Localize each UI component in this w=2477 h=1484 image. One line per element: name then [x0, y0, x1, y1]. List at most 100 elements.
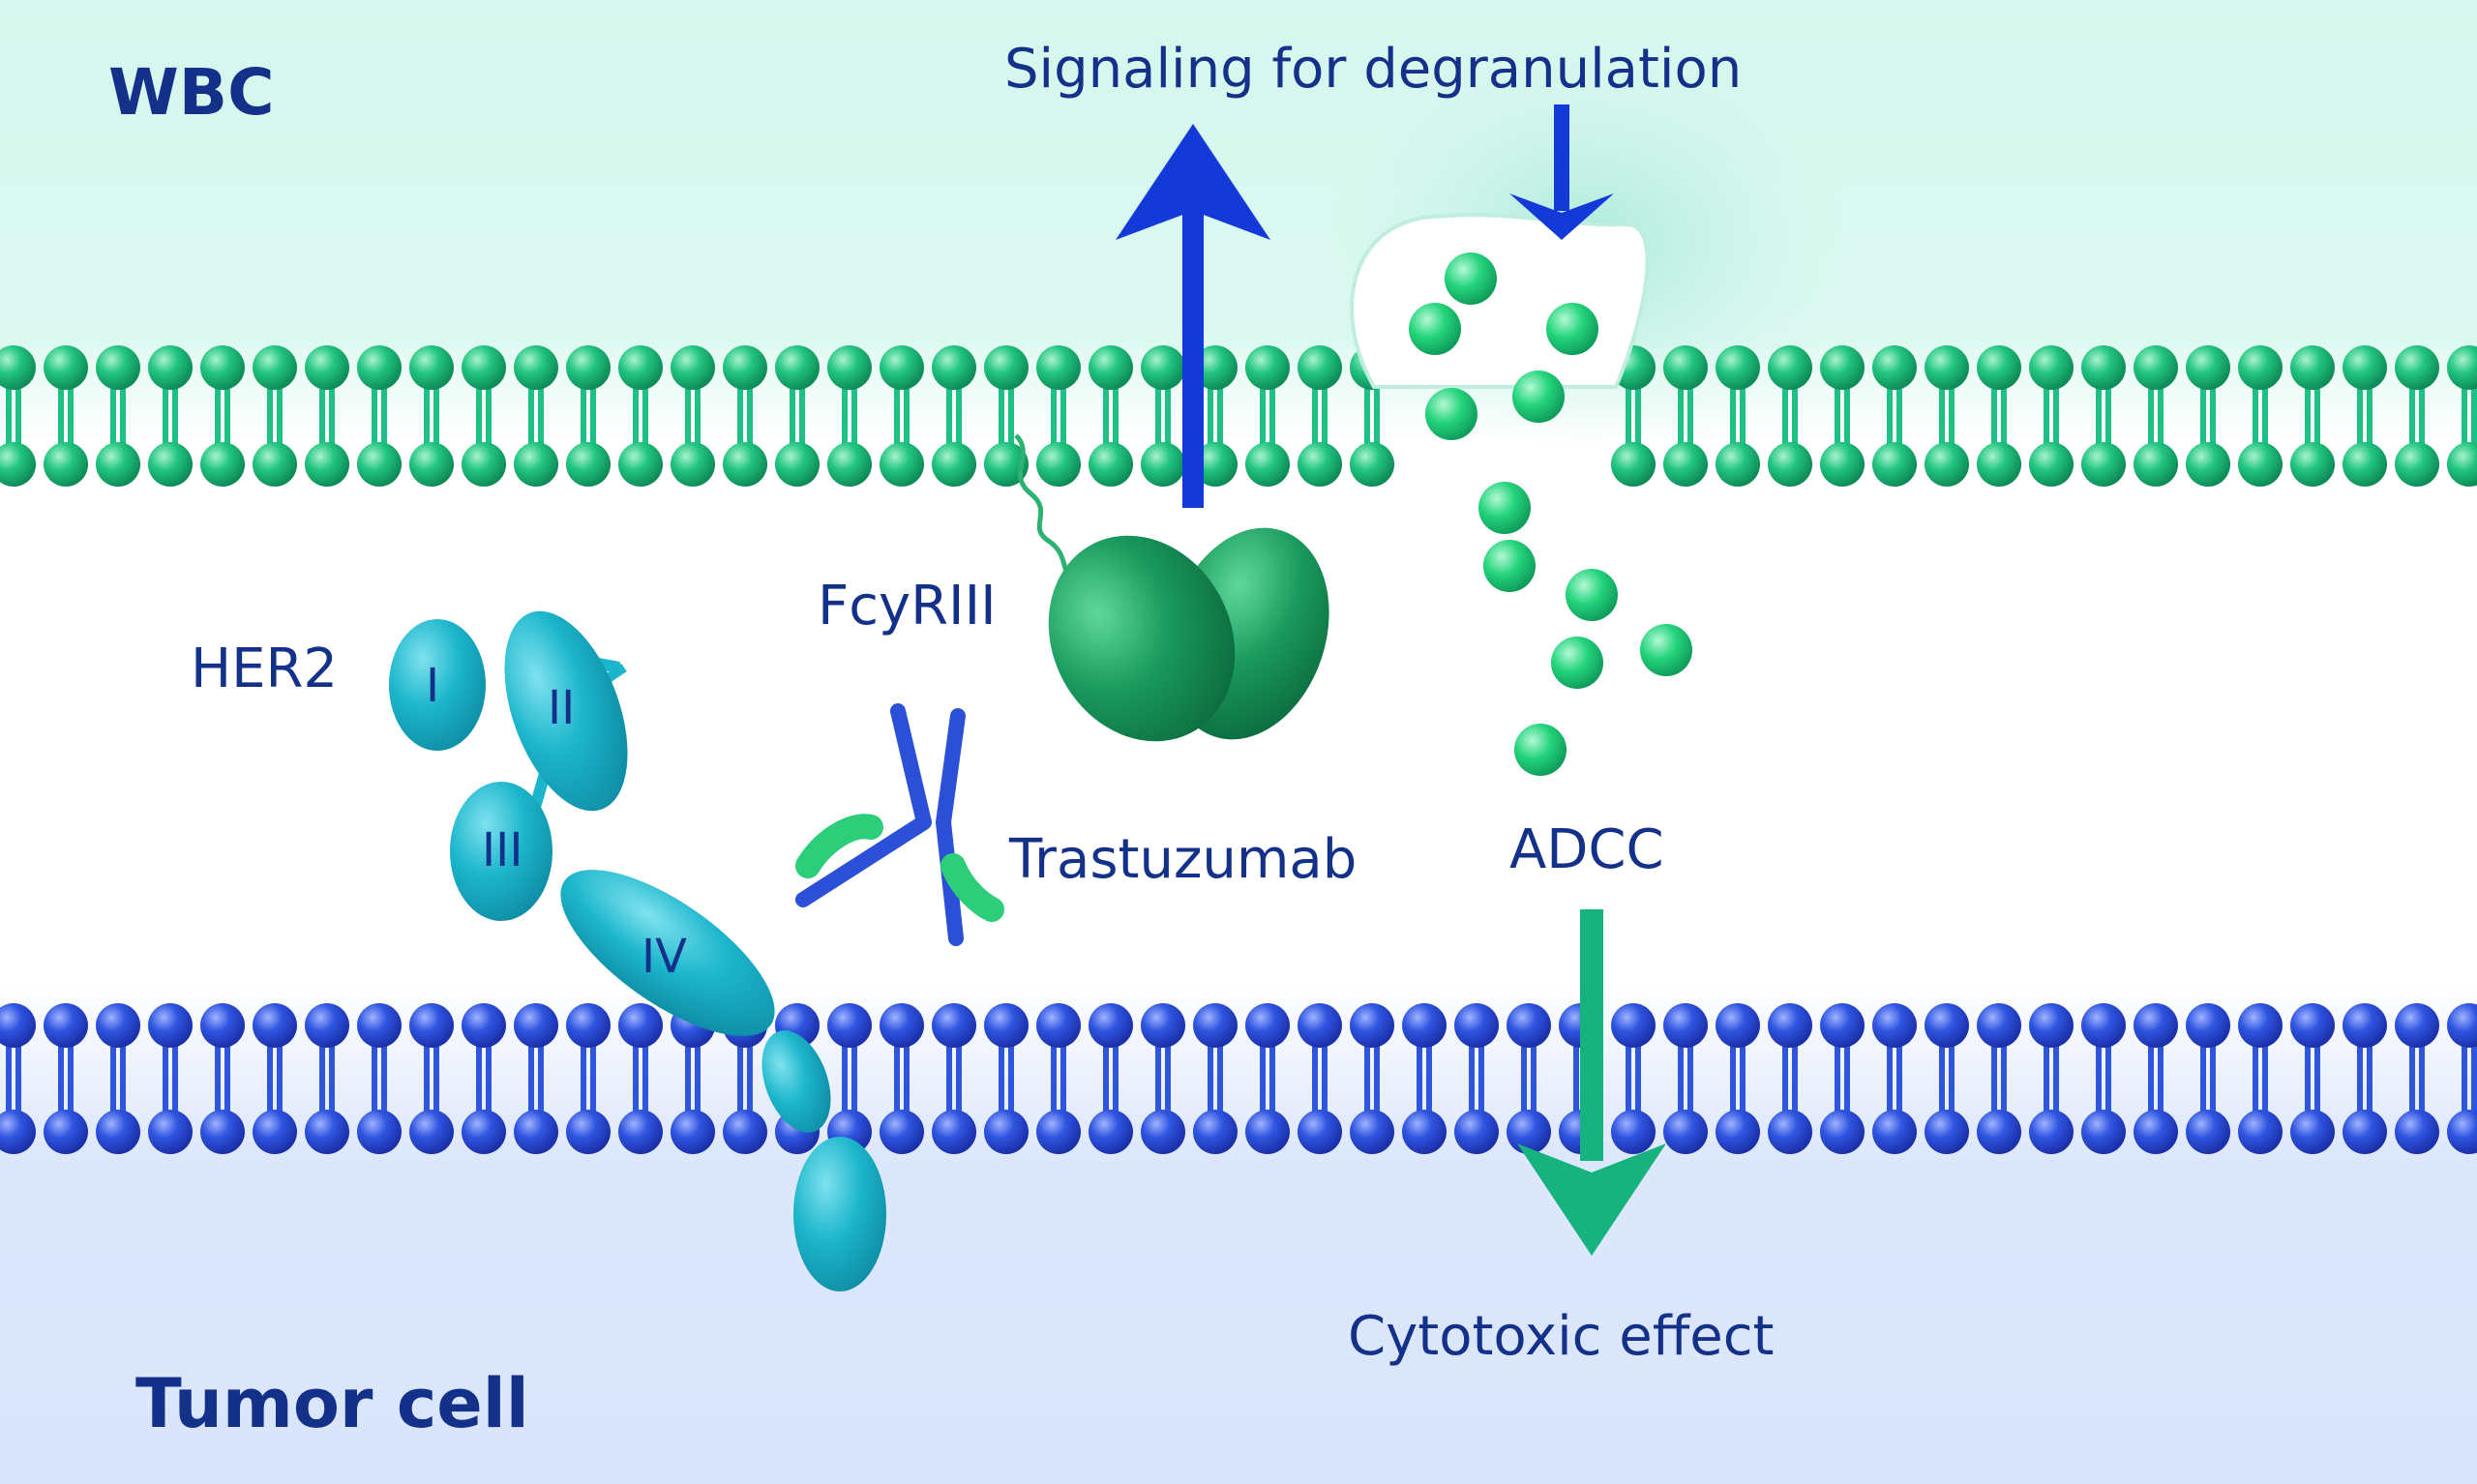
wbc-lipid — [148, 345, 193, 487]
wbc-lipid — [880, 345, 924, 487]
wbc-lipid — [984, 345, 1029, 487]
tumor-lipid — [96, 1003, 140, 1154]
granule — [1483, 540, 1536, 592]
wbc-lipid — [1245, 345, 1290, 487]
tumor-lipid — [2186, 1003, 2230, 1154]
her2-domain-iii — [450, 782, 552, 921]
tumor-lipid — [2395, 1003, 2439, 1154]
wbc-lipid — [409, 345, 454, 487]
adcc-label: ADCC — [1509, 818, 1664, 881]
granule — [1512, 371, 1565, 423]
tumor-lipid — [1141, 1003, 1185, 1154]
tumor-lipid — [2447, 1003, 2477, 1154]
granule — [1640, 624, 1692, 676]
her2-domain-iv-label: IV — [642, 930, 687, 984]
her2-domain-iii-label: III — [482, 823, 522, 877]
granule — [1445, 252, 1497, 305]
her2-domain-ii-label: II — [548, 681, 575, 735]
wbc-region — [0, 0, 2477, 348]
granule-release-arrow — [1509, 104, 1614, 240]
tumor-lipid — [253, 1003, 297, 1154]
wbc-lipid — [1820, 345, 1865, 487]
wbc-lipid — [514, 345, 558, 487]
her2-domain-i-label: I — [426, 659, 439, 713]
her2-transmembrane — [761, 1030, 831, 1133]
wbc-label: WBC — [108, 55, 275, 130]
wbc-lipid — [1298, 345, 1342, 487]
tumor-lipid — [1716, 1003, 1760, 1154]
wbc-lipid — [1141, 345, 1185, 487]
adcc-arrow — [1517, 909, 1666, 1256]
wbc-lipid — [253, 345, 297, 487]
tumor-lipid — [1663, 1003, 1708, 1154]
wbc-lipid — [2395, 345, 2439, 487]
tumor-lipid — [1820, 1003, 1865, 1154]
tumor-lipid — [1611, 1003, 1656, 1154]
wbc-lipid — [827, 345, 872, 487]
wbc-lipid — [0, 345, 36, 487]
signaling-arrow — [1116, 124, 1270, 508]
her2-label: HER2 — [191, 638, 338, 700]
tumor-membrane — [0, 1003, 2477, 1154]
wbc-lipid — [1663, 345, 1708, 487]
tumor-lipid — [1298, 1003, 1342, 1154]
tumor-lipid — [1872, 1003, 1917, 1154]
her2-domain-iv — [560, 870, 775, 1036]
wbc-lipid — [1925, 345, 1969, 487]
fcyr-label: FcyRIII — [818, 575, 997, 638]
granule — [1409, 303, 1461, 355]
granule — [1566, 569, 1618, 621]
tumor-lipid — [1768, 1003, 1812, 1154]
tumor-lipid — [1507, 1003, 1551, 1154]
wbc-lipid — [1089, 345, 1133, 487]
wbc-lipid — [2343, 345, 2387, 487]
tumor-lipid — [409, 1003, 454, 1154]
wbc-lipid — [1872, 345, 1917, 487]
wbc-lipid — [2134, 345, 2178, 487]
wbc-lipid — [200, 345, 245, 487]
wbc-lipid — [566, 345, 611, 487]
tumor-lipid — [0, 1003, 36, 1154]
wbc-lipid — [2081, 345, 2126, 487]
fcyr-receptor — [1014, 433, 1329, 742]
tumor-lipid — [2290, 1003, 2335, 1154]
tumor-lipid — [618, 1003, 663, 1154]
tumor-lipid — [984, 1003, 1029, 1154]
tumor-cell-label: Tumor cell — [135, 1364, 529, 1443]
wbc-lipid — [1716, 345, 1760, 487]
trastuzumab-antibody — [795, 703, 1004, 946]
tumor-lipid — [148, 1003, 193, 1154]
cytotoxic-label: Cytotoxic effect — [1348, 1305, 1774, 1368]
tumor-lipid — [1036, 1003, 1081, 1154]
tumor-lipid — [200, 1003, 245, 1154]
trastuzumab-label: Trastuzumab — [1008, 828, 1357, 891]
her2-receptor — [389, 610, 886, 1291]
granule — [1551, 637, 1603, 689]
her2-domain-ii — [504, 610, 628, 812]
wbc-lipid — [305, 345, 349, 487]
wbc-lipid — [2290, 345, 2335, 487]
tumor-lipid — [880, 1003, 924, 1154]
tumor-region — [0, 1142, 2477, 1484]
tumor-lipid — [2029, 1003, 2074, 1154]
wbc-lipid — [932, 345, 976, 487]
wbc-lipid — [2238, 345, 2283, 487]
tumor-lipid — [1193, 1003, 1238, 1154]
tumor-lipid — [44, 1003, 88, 1154]
wbc-lipid — [618, 345, 663, 487]
tumor-lipid — [357, 1003, 402, 1154]
wbc-lipid — [1036, 345, 1081, 487]
tumor-lipid — [462, 1003, 506, 1154]
wbc-lipid — [1193, 345, 1238, 487]
her2-domain-i — [389, 619, 486, 751]
wbc-lipid — [2447, 345, 2477, 487]
tumor-lipid — [2081, 1003, 2126, 1154]
granules — [1409, 252, 1692, 776]
granule — [1478, 482, 1531, 534]
tumor-lipid — [1977, 1003, 2021, 1154]
tumor-lipid — [1245, 1003, 1290, 1154]
tumor-lipid — [1350, 1003, 1394, 1154]
her2-intracellular — [793, 1137, 886, 1291]
